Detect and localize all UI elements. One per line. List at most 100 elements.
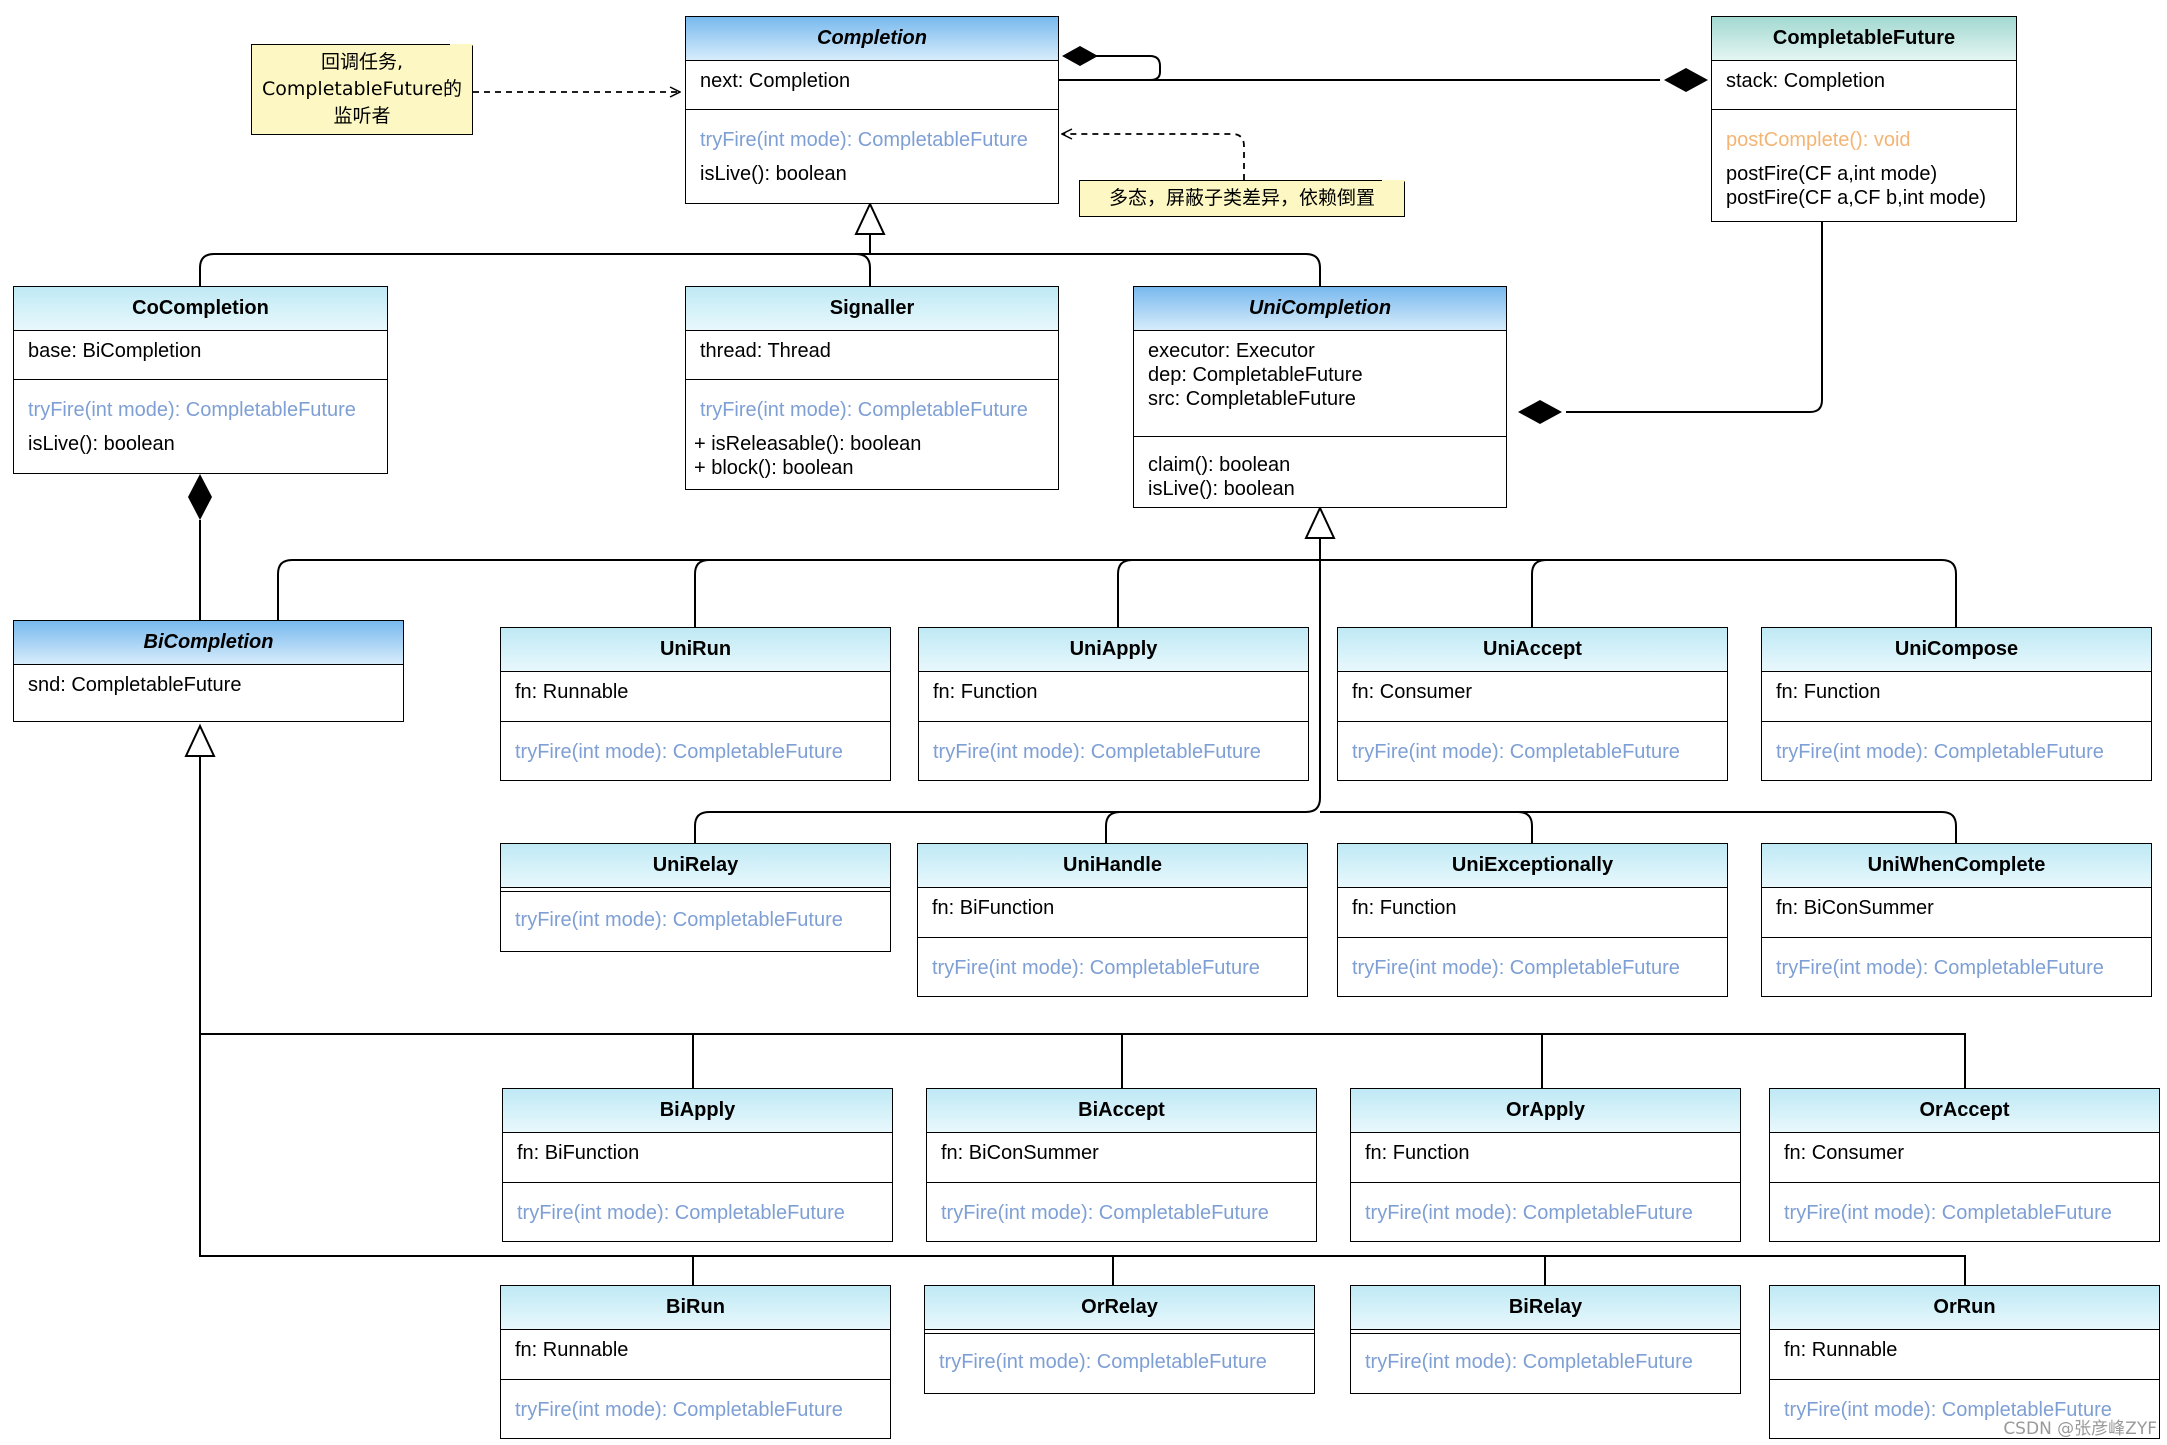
method-postfire-2: postFire(CF a,CF b,int mode) <box>1726 187 1987 209</box>
class-unihandle-fields: fn: BiFunction <box>918 888 1307 937</box>
class-orapply[interactable]: OrApply fn: Function tryFire(int mode): … <box>1350 1088 1741 1242</box>
class-signaller[interactable]: Signaller thread: Thread tryFire(int mod… <box>685 286 1059 490</box>
class-orrun-methods: tryFire(int mode): CompletableFuture <box>1770 1379 2159 1429</box>
class-uniwhencomplete-title: UniWhenComplete <box>1762 844 2151 888</box>
class-completablefuture-fields: stack: Completion <box>1712 61 2016 109</box>
class-biaccept-methods: tryFire(int mode): CompletableFuture <box>927 1182 1316 1232</box>
class-unirelay[interactable]: UniRelay tryFire(int mode): CompletableF… <box>500 843 891 952</box>
class-unicompose-methods: tryFire(int mode): CompletableFuture <box>1762 721 2151 771</box>
field-fn: fn: Function <box>1352 897 1457 919</box>
class-unicompletion[interactable]: UniCompletion executor: Executor dep: Co… <box>1133 286 1507 508</box>
class-uniaccept-fields: fn: Consumer <box>1338 672 1727 721</box>
class-birelay[interactable]: BiRelay tryFire(int mode): CompletableFu… <box>1350 1285 1741 1394</box>
field-fn: fn: Runnable <box>1784 1339 1898 1361</box>
class-biaccept[interactable]: BiAccept fn: BiConSummer tryFire(int mod… <box>926 1088 1317 1242</box>
class-cocompletion[interactable]: CoCompletion base: BiCompletion tryFire(… <box>13 286 388 474</box>
class-bicompletion-title: BiCompletion <box>14 621 403 665</box>
method-tryfire: tryFire(int mode): CompletableFuture <box>28 399 356 421</box>
class-oraccept-fields: fn: Consumer <box>1770 1133 2159 1182</box>
method-tryfire: tryFire(int mode): CompletableFuture <box>932 957 1260 979</box>
class-unirelay-methods: tryFire(int mode): CompletableFuture <box>501 891 890 939</box>
class-unirun-methods: tryFire(int mode): CompletableFuture <box>501 721 890 771</box>
class-uniexceptionally-title: UniExceptionally <box>1338 844 1727 888</box>
class-unihandle[interactable]: UniHandle fn: BiFunction tryFire(int mod… <box>917 843 1308 997</box>
class-biapply-fields: fn: BiFunction <box>503 1133 892 1182</box>
field-fn: fn: Function <box>1776 681 1881 703</box>
method-claim: claim(): boolean <box>1148 454 1291 476</box>
field-fn: fn: BiConSummer <box>1776 897 1934 919</box>
method-tryfire: tryFire(int mode): CompletableFuture <box>1365 1202 1693 1224</box>
method-tryfire: tryFire(int mode): CompletableFuture <box>700 129 1028 151</box>
inherit-to-unicompletion <box>277 548 1957 843</box>
class-completion-title: Completion <box>686 17 1058 61</box>
class-signaller-methods: tryFire(int mode): CompletableFuture + i… <box>686 379 1058 487</box>
class-uniaccept[interactable]: UniAccept fn: Consumer tryFire(int mode)… <box>1337 627 1728 781</box>
method-tryfire: tryFire(int mode): CompletableFuture <box>1784 1202 2112 1224</box>
class-birun-methods: tryFire(int mode): CompletableFuture <box>501 1379 890 1429</box>
class-signaller-title: Signaller <box>686 287 1058 331</box>
class-uniwhencomplete-methods: tryFire(int mode): CompletableFuture <box>1762 937 2151 987</box>
method-tryfire: tryFire(int mode): CompletableFuture <box>515 741 843 763</box>
class-completion[interactable]: Completion next: Completion tryFire(int … <box>685 16 1059 204</box>
note-listener: 回调任务, CompletableFuture的 监听者 <box>251 43 474 135</box>
field-snd: snd: CompletableFuture <box>28 674 242 696</box>
field-fn: fn: BiConSummer <box>941 1142 1099 1164</box>
class-orrelay-methods: tryFire(int mode): CompletableFuture <box>925 1333 1314 1381</box>
class-cocompletion-title: CoCompletion <box>14 287 387 331</box>
diamond-cf-unicompletion <box>1518 400 1562 424</box>
credit-watermark: CSDN @张彦峰ZYF <box>2003 1419 2157 1439</box>
method-tryfire: tryFire(int mode): CompletableFuture <box>939 1351 1267 1373</box>
class-uniaccept-title: UniAccept <box>1338 628 1727 672</box>
class-unirun-title: UniRun <box>501 628 890 672</box>
field-src: src: CompletableFuture <box>1148 388 1356 410</box>
class-orrelay[interactable]: OrRelay tryFire(int mode): CompletableFu… <box>924 1285 1315 1394</box>
class-birelay-title: BiRelay <box>1351 1286 1740 1330</box>
class-signaller-fields: thread: Thread <box>686 331 1058 379</box>
class-completablefuture[interactable]: CompletableFuture stack: Completion post… <box>1711 16 2017 222</box>
field-fn: fn: Function <box>933 681 1038 703</box>
class-unihandle-methods: tryFire(int mode): CompletableFuture <box>918 937 1307 987</box>
field-stack: stack: Completion <box>1726 70 1885 92</box>
class-birelay-methods: tryFire(int mode): CompletableFuture <box>1351 1333 1740 1381</box>
class-unirun-fields: fn: Runnable <box>501 672 890 721</box>
class-orrun-fields: fn: Runnable <box>1770 1330 2159 1379</box>
field-fn: fn: BiFunction <box>517 1142 640 1164</box>
field-fn: fn: Function <box>1365 1142 1470 1164</box>
method-postfire-1: postFire(CF a,int mode) <box>1726 163 1938 185</box>
class-orapply-fields: fn: Function <box>1351 1133 1740 1182</box>
method-tryfire: tryFire(int mode): CompletableFuture <box>941 1202 1269 1224</box>
class-unicompletion-title: UniCompletion <box>1134 287 1506 331</box>
class-bicompletion[interactable]: BiCompletion snd: CompletableFuture <box>13 620 404 722</box>
diamond-cocompletion <box>188 474 212 520</box>
method-tryfire: tryFire(int mode): CompletableFuture <box>1365 1351 1693 1373</box>
field-base: base: BiCompletion <box>28 340 202 362</box>
class-unirun[interactable]: UniRun fn: Runnable tryFire(int mode): C… <box>500 627 891 781</box>
class-oraccept[interactable]: OrAccept fn: Consumer tryFire(int mode):… <box>1769 1088 2160 1242</box>
class-biapply[interactable]: BiApply fn: BiFunction tryFire(int mode)… <box>502 1088 893 1242</box>
inherit-to-completion <box>199 234 1321 288</box>
inherit-triangle-unicompletion <box>1304 505 1336 539</box>
note-fold-corner <box>449 43 474 68</box>
class-birun[interactable]: BiRun fn: Runnable tryFire(int mode): Co… <box>500 1285 891 1439</box>
class-uniwhencomplete[interactable]: UniWhenComplete fn: BiConSummer tryFire(… <box>1761 843 2152 997</box>
class-orrun[interactable]: OrRun fn: Runnable tryFire(int mode): Co… <box>1769 1285 2160 1439</box>
class-oraccept-title: OrAccept <box>1770 1089 2159 1133</box>
class-uniaccept-methods: tryFire(int mode): CompletableFuture <box>1338 721 1727 771</box>
method-islive: isLive(): boolean <box>1148 478 1295 500</box>
class-birun-title: BiRun <box>501 1286 890 1330</box>
note-listener-line3: 监听者 <box>333 105 391 127</box>
class-uniexceptionally[interactable]: UniExceptionally fn: Function tryFire(in… <box>1337 843 1728 997</box>
note-polymorph-connector <box>1062 134 1245 180</box>
class-unicompose[interactable]: UniCompose fn: Function tryFire(int mode… <box>1761 627 2152 781</box>
method-tryfire: tryFire(int mode): CompletableFuture <box>1352 741 1680 763</box>
class-cocompletion-fields: base: BiCompletion <box>14 331 387 379</box>
class-uniexceptionally-fields: fn: Function <box>1338 888 1727 937</box>
class-unicompose-fields: fn: Function <box>1762 672 2151 721</box>
class-uniapply-methods: tryFire(int mode): CompletableFuture <box>919 721 1308 771</box>
class-uniapply[interactable]: UniApply fn: Function tryFire(int mode):… <box>918 627 1309 781</box>
method-tryfire: tryFire(int mode): CompletableFuture <box>1784 1399 2112 1421</box>
class-biaccept-title: BiAccept <box>927 1089 1316 1133</box>
method-islive: isLive(): boolean <box>700 163 847 185</box>
class-unicompletion-fields: executor: Executor dep: CompletableFutur… <box>1134 331 1506 436</box>
